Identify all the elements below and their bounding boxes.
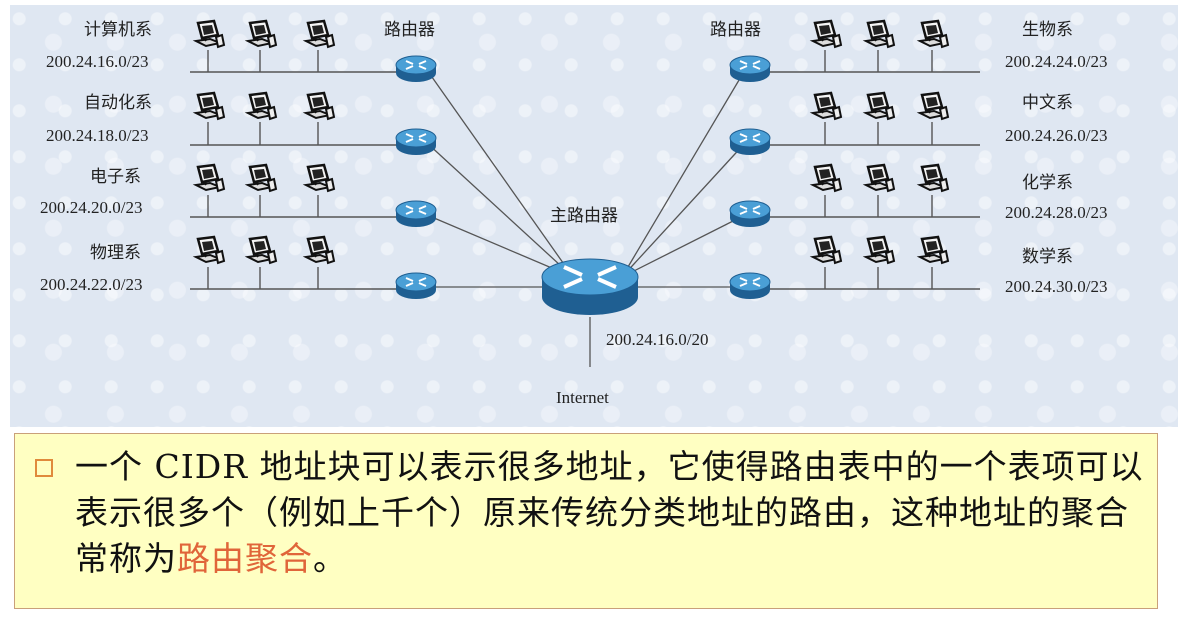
network-prefix: 200.24.26.0/23	[1005, 126, 1107, 145]
main-router-label: 主路由器	[550, 206, 618, 226]
computer-icon	[864, 163, 896, 193]
computer-icon	[304, 163, 336, 193]
network-prefix: 200.24.16.0/23	[46, 52, 148, 71]
computer-icon	[918, 91, 950, 121]
network-prefix: 200.24.24.0/23	[1005, 52, 1107, 71]
computer-icon	[246, 235, 278, 265]
network-prefix: 200.24.18.0/23	[46, 126, 148, 145]
network-name: 计算机系	[84, 20, 152, 40]
network-name: 电子系	[90, 167, 141, 187]
computer-icon	[304, 19, 336, 49]
left-pcs	[194, 19, 336, 265]
left-lans	[190, 50, 410, 290]
network-prefix: 200.24.28.0/23	[1005, 203, 1107, 222]
router-icon	[729, 128, 771, 156]
network-diagram-svg: 计算机系 200.24.16.0/23 自动化系 200.24.18.0/23 …	[40, 19, 1107, 407]
computer-icon	[811, 163, 843, 193]
computer-icon	[864, 235, 896, 265]
network-prefix: 200.24.30.0/23	[1005, 277, 1107, 296]
network-prefix: 200.24.22.0/23	[40, 275, 142, 294]
aggregate-prefix: 200.24.16.0/20	[606, 330, 708, 349]
computer-icon	[811, 91, 843, 121]
computer-icon	[864, 91, 896, 121]
main-router-icon	[541, 258, 639, 315]
right-pcs	[811, 19, 950, 265]
network-name: 自动化系	[84, 93, 152, 113]
note-box: 一个 CIDR 地址块可以表示很多地址，它使得路由表中的一个表项可以表示很多个（…	[14, 433, 1158, 609]
network-name: 数学系	[1022, 247, 1073, 267]
square-bullet-icon	[35, 459, 53, 477]
network-name: 物理系	[90, 243, 141, 263]
router-icon	[395, 128, 437, 156]
computer-icon	[864, 19, 896, 49]
network-name: 化学系	[1022, 173, 1073, 193]
computer-icon	[811, 235, 843, 265]
network-diagram: 计算机系 200.24.16.0/23 自动化系 200.24.18.0/23 …	[10, 5, 1178, 427]
computer-icon	[304, 91, 336, 121]
computer-icon	[246, 91, 278, 121]
network-name: 生物系	[1022, 20, 1073, 40]
note-highlight: 路由聚合	[177, 539, 313, 578]
router-icon	[729, 55, 771, 83]
network-prefix: 200.24.20.0/23	[40, 198, 142, 217]
left-labels: 计算机系 200.24.16.0/23 自动化系 200.24.18.0/23 …	[40, 20, 152, 294]
uplinks	[426, 69, 746, 367]
note-text: 一个 CIDR 地址块可以表示很多地址，它使得路由表中的一个表项可以表示很多个（…	[75, 444, 1145, 582]
computer-icon	[194, 91, 226, 121]
computer-icon	[918, 163, 950, 193]
router-icon	[729, 272, 771, 300]
computer-icon	[918, 235, 950, 265]
computer-icon	[918, 19, 950, 49]
router-icon	[395, 55, 437, 83]
router-icon	[395, 200, 437, 228]
note-text-main: 一个 CIDR 地址块可以表示很多地址，它使得路由表中的一个表项可以表示很多个（…	[75, 447, 1144, 578]
note-text-end: 。	[313, 539, 347, 578]
router-icon	[729, 200, 771, 228]
right-lans	[762, 50, 980, 290]
right-labels: 生物系 200.24.24.0/23 中文系 200.24.26.0/23 化学…	[1005, 20, 1107, 296]
computer-icon	[194, 19, 226, 49]
router-label-left: 路由器	[384, 20, 435, 40]
router-icon	[395, 272, 437, 300]
computer-icon	[246, 163, 278, 193]
computer-icon	[194, 235, 226, 265]
internet-label: Internet	[556, 388, 609, 407]
computer-icon	[246, 19, 278, 49]
computer-icon	[304, 235, 336, 265]
computer-icon	[194, 163, 226, 193]
network-name: 中文系	[1022, 93, 1073, 113]
computer-icon	[811, 19, 843, 49]
router-label-right: 路由器	[710, 20, 761, 40]
